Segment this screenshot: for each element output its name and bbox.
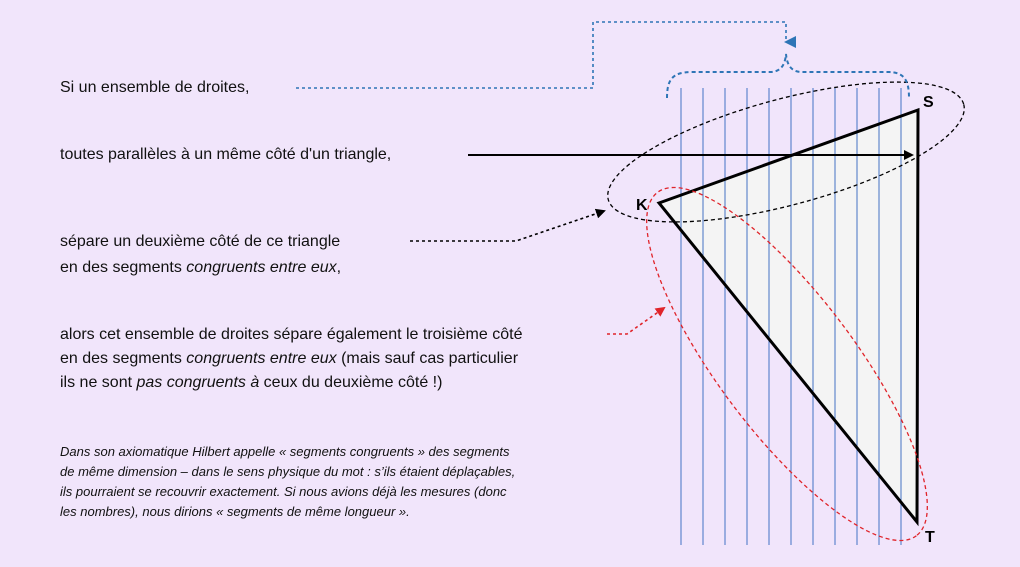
vertex-label-t: T [925, 529, 935, 546]
statement-line3b-pre: en des segments [60, 259, 187, 276]
vertex-label-s: S [923, 94, 934, 111]
brace-parallel-lines [666, 53, 910, 99]
arrow-line4 [607, 306, 666, 335]
statement-line4b: en des segments congruents entre eux (ma… [60, 348, 518, 370]
statement-line3b-em: congruents entre eux [186, 259, 337, 276]
vertex-label-k: K [636, 197, 648, 214]
statement-line3b: en des segments congruents entre eux, [60, 257, 341, 279]
statement-line4c-post: ceux du deuxième côté !) [259, 374, 443, 391]
statement-line4c-pre: ils ne sont [60, 374, 137, 391]
statement-line2: toutes parallèles à un même côté d'un tr… [60, 146, 392, 163]
statement-line3b-post: , [336, 259, 342, 276]
statement-line4b-em: congruents entre eux [186, 350, 337, 367]
statement-line4c-em: pas congruents à [136, 374, 260, 391]
ellipse-side-kt [646, 186, 928, 542]
statement-line4c: ils ne sont pas congruents à ceux du deu… [60, 372, 442, 394]
statement-line4b-pre: en des segments [60, 350, 187, 367]
hilbert-note: Dans son axiomatique Hilbert appelle « s… [60, 442, 515, 522]
triangle-ksk [656, 107, 920, 527]
statement-line3a: sépare un deuxième côté de ce triangle [60, 233, 341, 250]
triangle-fill [659, 110, 918, 522]
connector-line1 [296, 21, 796, 89]
hilbert-note-line3: ils pourraient se recouvrir exactement. … [60, 484, 507, 499]
hilbert-note-line1: Dans son axiomatique Hilbert appelle « s… [60, 444, 510, 459]
statement-line4b-post: (mais sauf cas particulier [336, 350, 519, 367]
statement-line4a: alors cet ensemble de droites sépare éga… [60, 326, 523, 343]
hilbert-note-line2: de même dimension – dans le sens physiqu… [60, 464, 516, 479]
statement-line1: Si un ensemble de droites, [60, 79, 250, 96]
ellipse-side-ks [607, 81, 965, 223]
arrow-line3 [410, 208, 606, 242]
hilbert-note-line4: les nombres), nous dirions « segments de… [60, 504, 410, 519]
